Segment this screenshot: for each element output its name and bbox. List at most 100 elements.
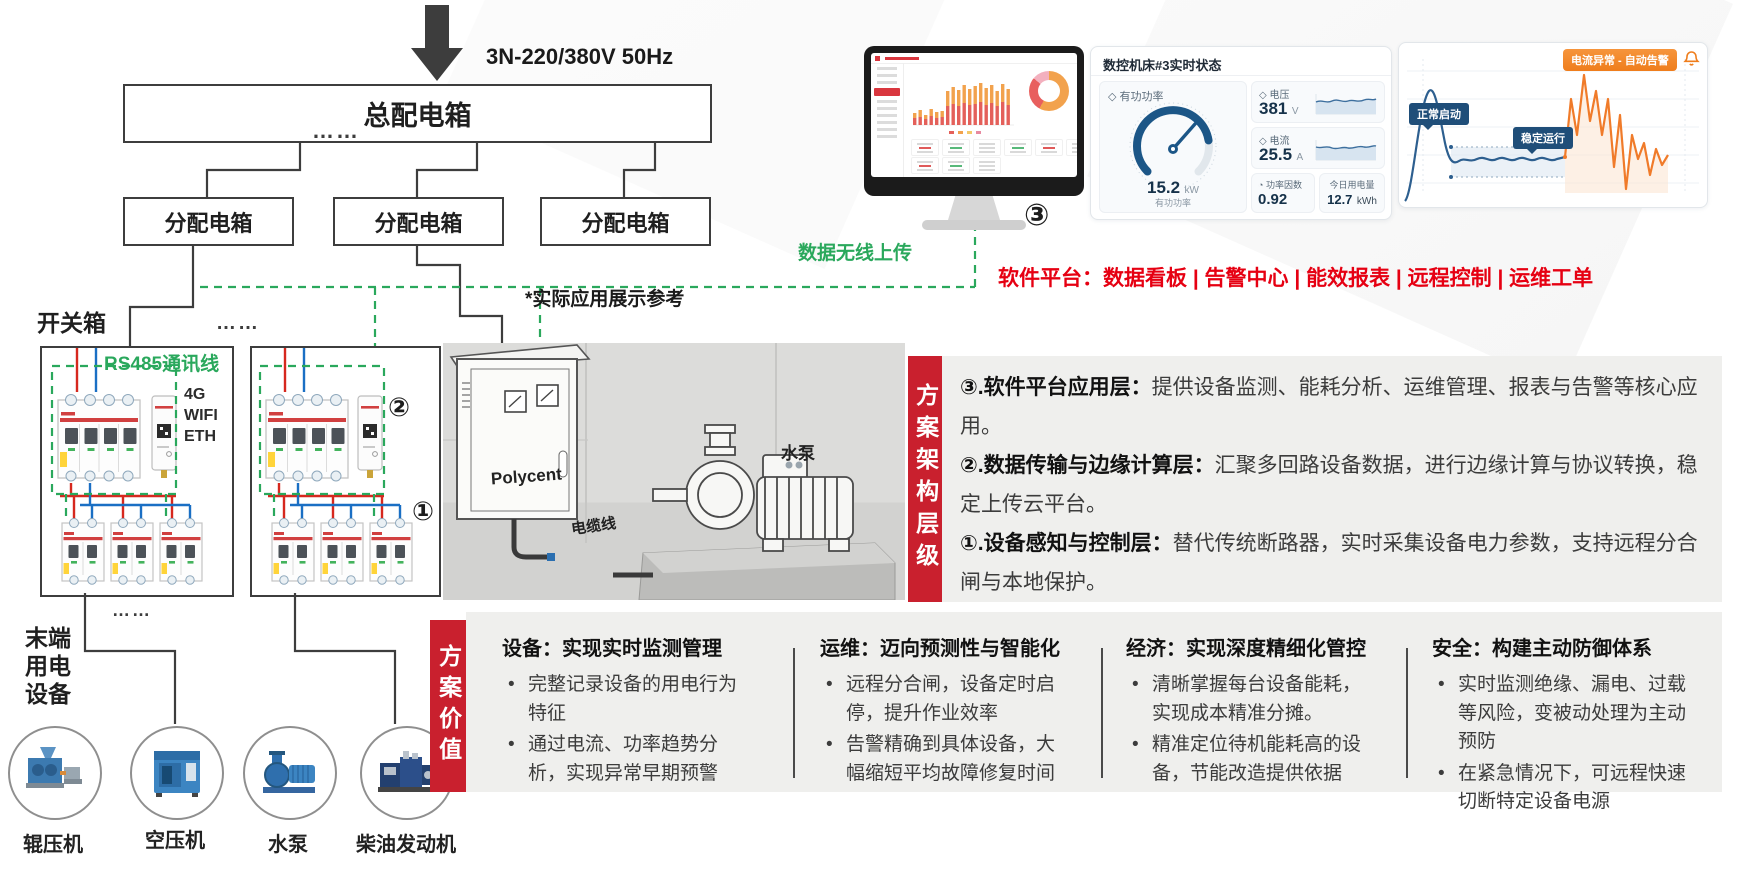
water-pump-icon [243,726,337,820]
ellipsis: …… [312,118,360,143]
voltage-sparkline [1315,94,1377,115]
dashboard-screen [871,53,1077,177]
power-supply-label: 3N-220/380V 50Hz [486,44,674,69]
value-column-safety: 安全：构建主动防御体系 实时监测绝缘、漏电、过载等风险，变被动处理为主动预防 在… [1432,632,1690,820]
current-label: 电流 [1269,136,1290,147]
value-sidebar: 方案价值 [430,620,466,792]
value-bullet: 远程分合闸，设备定时启停，提升作业效率 [820,671,1070,728]
power-gauge-icon [1129,102,1217,188]
gauge-label: 有功功率 [1119,91,1164,103]
current-header: ◇ 电流 [1259,132,1289,147]
dashboard-stat-row [911,139,1077,156]
layer-desc: 替代传统断路器，实时采集设备电力参数，支持远程分合闸与本地保护。 [960,532,1698,594]
comm-options: 4G WIFI ETH [184,384,218,447]
alert-badge: 电流异常 - 自动告警 [1563,49,1677,71]
layer-desc: 汇聚多回路设备数据，进行边缘计算与协议转换，稳定上传云平台。 [960,454,1698,516]
switch-box-2 [250,346,441,597]
ellipsis: …… [112,600,152,620]
monitor-stand-neck [948,196,1000,220]
layer-title: ②.数据传输与边缘计算层： [960,454,1215,477]
roller-press-icon [8,726,102,820]
value-bullet: 告警精确到具体设备，大幅缩短平均故障修复时间 [820,731,1070,788]
pump-label: 水泵 [781,444,815,463]
value-column-device: 设备：实现实时监测管理 完整记录设备的用电行为特征 通过电流、功率趋势分析，实现… [502,632,754,791]
rs485-label: RS485通讯线 [104,354,220,375]
layer2-marker: ② [388,392,411,422]
pf-label: 功率因数 [1265,180,1302,190]
switch-box-1 [40,346,234,597]
voltage-card: ◇ 电压 381 V [1251,81,1385,123]
gauge-value: 15.2 [1147,178,1181,197]
sub-distribution-box-2: 分配电箱 [333,197,504,246]
current-value: 25.5 [1259,145,1293,164]
energy-value-row: 12.7 kWh [1320,191,1384,209]
power-icon: ◇ [1108,91,1117,103]
current-value-row: 25.5 A [1259,145,1303,165]
layer3-marker: ③ [1024,199,1050,232]
gauge-sub-label: 有功功率 [1154,198,1191,208]
software-platform-banner: 软件平台：数据看板 | 告警中心 | 能效报表 | 远程控制 | 运维工单 [998,267,1594,290]
dashboard-logo [875,56,880,61]
voltage-icon: ◇ [1259,90,1267,101]
value-bullet: 清晰掌握每台设备能耗，实现成本精准分摊。 [1126,671,1378,728]
column-divider [793,648,795,778]
chart-legend [949,131,981,134]
value-column-economy: 经济：实现深度精细化管控 清晰掌握每台设备能耗，实现成本精准分摊。 精准定位待机… [1126,632,1378,791]
dashboard-sidebar [871,63,904,177]
pf-value: 0.92 [1258,191,1288,208]
energy-unit: kWh [1356,196,1377,207]
current-sparkline [1315,140,1377,161]
dashboard-donut-chart [1029,71,1069,111]
sub-distribution-box-3: 分配电箱 [540,197,711,246]
layer1-marker: ① [412,496,435,526]
column-divider [1406,648,1408,778]
value-bullet: 在紧急情况下，可远程快速切断特定设备电源 [1432,760,1690,817]
energy-card: 今日用电量 12.7 kWh [1319,173,1385,213]
voltage-unit: V [1291,106,1299,117]
trend-chart [1404,59,1699,202]
wireless-upload-label: 数据无线上传 [798,243,913,264]
architecture-sidebar-title: 方案架构层级 [912,383,939,575]
end-device-line: 设备 [25,681,71,707]
device-label-air-compressor: 空压机 [145,830,205,852]
value-bullet: 精准定位待机能耗高的设备，节能改造提供依据 [1126,731,1378,788]
value-bullet: 实时监测绝缘、漏电、过载等风险，变被动处理为主动预防 [1432,671,1690,757]
dashboard-topbar [871,53,1077,64]
gauge-value-row: 15.2 kW [1100,178,1246,198]
value-column-title: 安全：构建主动防御体系 [1432,638,1652,660]
layer-desc: 提供设备监测、能耗分析、运维管理、报表与告警等核心应用。 [960,376,1698,438]
column-divider [1101,648,1103,778]
comm-option-eth: ETH [184,428,216,445]
energy-label: 今日用电量 [1329,180,1375,190]
value-panel: 设备：实现实时监测管理 完整记录设备的用电行为特征 通过电流、功率趋势分析，实现… [466,612,1722,812]
status-panel-title: 数控机床#3实时状态 [1103,58,1222,73]
dashboard-bar-chart [913,83,1014,126]
architecture-layer-3: ③.软件平台应用层：提供设备监测、能耗分析、运维管理、报表与告警等核心应用。 [960,368,1708,446]
architecture-layer-1: ①.设备感知与控制层：替代传统断路器，实时采集设备电力参数，支持远程分合闸与本地… [960,524,1708,602]
value-column-title: 设备：实现实时监测管理 [502,638,722,660]
pump-installation-icon [613,424,896,600]
end-device-line: 用电 [25,653,71,679]
voltage-value-row: 381 V [1259,99,1299,119]
value-column-title: 运维：迈向预测性与智能化 [820,638,1060,660]
field-demo-photo: Polycent 电缆线 水泵 [443,343,905,600]
clock-icon: ◔ [1258,180,1264,190]
value-column-title: 经济：实现深度精细化管控 [1126,638,1366,660]
sub-distribution-box-1: 分配电箱 [123,197,294,246]
ellipsis: …… [216,312,260,334]
active-power-gauge-card: ◇ 有功功率 15.2 kW 有功功率 [1099,81,1247,213]
architecture-layer-2: ②.数据传输与边缘计算层：汇聚多回路设备数据，进行边缘计算与协议转换，稳定上传云… [960,446,1708,524]
current-card: ◇ 电流 25.5 A [1251,127,1385,169]
bell-icon [1683,51,1700,66]
voltage-header: ◇ 电压 [1259,86,1289,101]
divider [1091,75,1391,76]
current-trend-panel: 正常启动 稳定运行 电流异常 - 自动告警 [1398,42,1708,208]
monitor-stand-base [922,220,1026,230]
value-bullet: 完整记录设备的用电行为特征 [502,671,754,728]
value-sidebar-title: 方案价值 [435,644,462,768]
wall-seam [775,343,777,503]
pf-header: ◔ 功率因数 [1258,178,1302,191]
energy-value: 12.7 [1327,192,1353,207]
wall-seam [585,343,587,543]
